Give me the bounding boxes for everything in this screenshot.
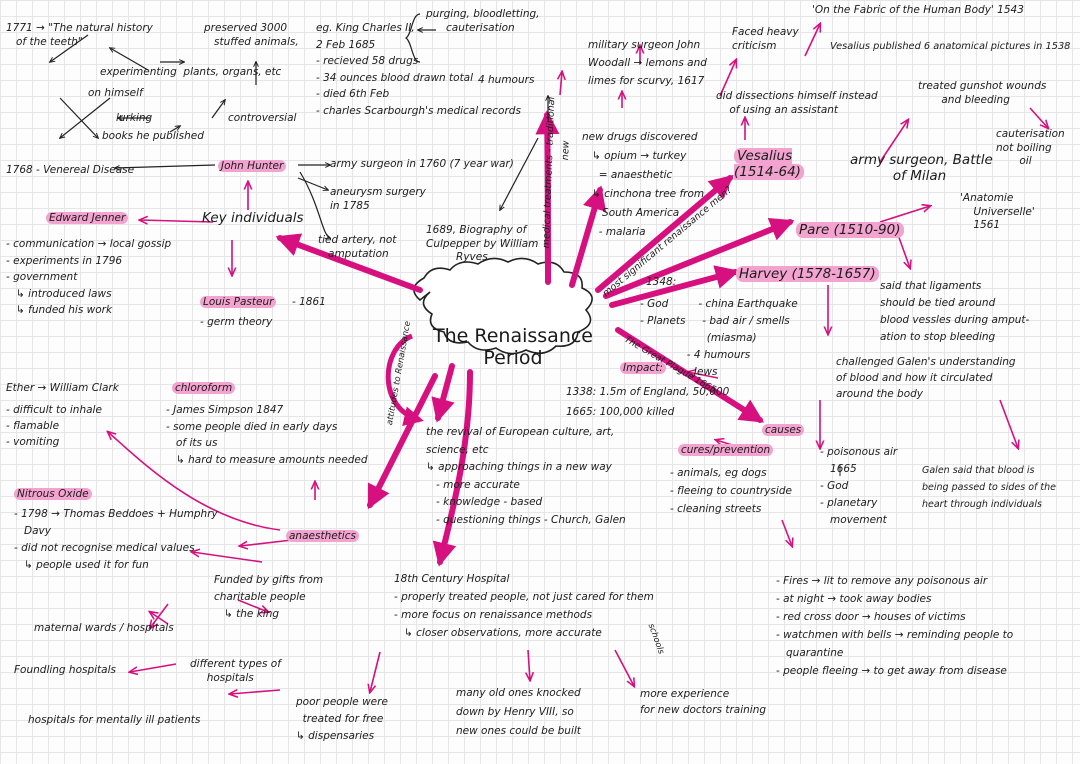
- note-experimenting: experimenting plants, organs, etc: [100, 66, 282, 78]
- note-galen-said: Galen said that blood is being passed to…: [922, 465, 1056, 510]
- note-books: books he published: [102, 130, 204, 142]
- note-treated-gunshot: treated gunshot wounds and bleeding: [918, 80, 1047, 106]
- note-mentally-ill: hospitals for mentally ill patients: [28, 714, 201, 726]
- note-experience: more experience for new doctors training: [640, 688, 767, 716]
- ether-label: Ether → William Clark: [6, 382, 119, 394]
- edward-jenner-highlight: Edward Jenner: [46, 212, 129, 224]
- note-funded: Funded by gifts from charitable people ↳…: [214, 574, 324, 620]
- note-anatomie: 'Anatomie Universelle' 1561: [960, 192, 1035, 231]
- note-charles-ii: eg. King Charles II, 2 Feb 1685 - reciev…: [316, 22, 521, 117]
- note-ether-list: - difficult to inhale - flamable - vomit…: [6, 404, 102, 448]
- note-fabric: 'On the Fabric of the Human Body' 1543: [812, 4, 1024, 16]
- note-faced-criticism: Faced heavy criticism: [732, 26, 799, 52]
- note-hunter-history: 1771 → "The natural history of the teeth…: [6, 22, 153, 48]
- note-lurking: lurking: [116, 112, 153, 124]
- nitrous-oxide-highlight: Nitrous Oxide: [14, 488, 92, 500]
- pare-highlight: Pare (1510-90): [796, 222, 904, 238]
- note-pasteur-year: - 1861: [292, 296, 326, 308]
- causes-highlight: causes: [762, 424, 805, 436]
- note-on-himself: on himself: [88, 87, 143, 99]
- note-plague-1348: - God - china Earthquake - Planets - bad…: [640, 298, 798, 378]
- vesalius-highlight: Vesalius (1514-64): [734, 148, 804, 180]
- note-venereal: 1768 - Venereal Disease: [6, 164, 135, 176]
- note-did-dissections: did dissections himself instead of using…: [716, 90, 878, 116]
- note-preserved: preserved 3000 stuffed animals,: [204, 22, 299, 48]
- harvey-highlight: Harvey (1578-1657): [736, 266, 879, 282]
- note-poor-people: poor people were treated for free ↳ disp…: [296, 696, 388, 742]
- label-new: new: [559, 140, 572, 161]
- center-title: The Renaissance Period: [433, 325, 593, 369]
- note-cures-list: - animals, eg dogs - fleeing to countrys…: [670, 467, 792, 515]
- note-nitrous-list: - 1798 → Thomas Beddoes + Humphry Davy -…: [14, 508, 218, 571]
- john-hunter-highlight: John Hunter: [218, 160, 287, 172]
- note-vesalius-published: Vesalius published 6 anatomical pictures…: [830, 41, 1071, 52]
- note-purging: purging, bloodletting, cauterisation: [426, 8, 540, 34]
- note-chloroform-list: - James Simpson 1847 - some people died …: [166, 404, 368, 466]
- note-controversial: controversial: [228, 112, 297, 124]
- note-army-surgeon: army surgeon in 1760 (7 year war): [330, 158, 514, 170]
- note-culpepper: 1689, Biography of Culpepper by William …: [426, 224, 539, 263]
- louis-pasteur-highlight: Louis Pasteur: [200, 296, 277, 308]
- anaesthetics-highlight: anaesthetics: [286, 530, 359, 542]
- impact-highlight: Impact:: [620, 362, 666, 374]
- note-impact-list: 1338: 1.5m of England, 50,000 1665: 100,…: [566, 386, 730, 418]
- note-jenner-list: - communication → local gossip - experim…: [6, 238, 172, 316]
- note-john-woodall: military surgeon John Woodall → lemons a…: [588, 39, 707, 87]
- branch-pare: [603, 218, 795, 299]
- note-knocked-down: many old ones knocked down by Henry VIII…: [456, 687, 581, 737]
- label-1348: 1348:: [646, 276, 677, 288]
- branch-renaissance-men: [595, 174, 734, 293]
- branch-key-individuals: [275, 233, 423, 293]
- note-aneurysm: aneurysm surgery in 1785: [330, 186, 426, 212]
- note-causes-list: - poisonous air 1665 - God - planetary m…: [820, 446, 898, 526]
- branch-revival: [431, 363, 455, 423]
- note-different-types: different types of hospitals: [190, 658, 281, 684]
- note-18th-century: 18th Century Hospital - properly treated…: [394, 573, 654, 639]
- note-cauterisation: cauterisation not boiling oil: [996, 128, 1065, 167]
- branch-medical-treatments: [535, 110, 560, 285]
- branch-harvey: [609, 265, 740, 308]
- note-germ-theory: - germ theory: [200, 316, 273, 328]
- note-foundling: Foundling hospitals: [14, 664, 117, 676]
- note-galen-challenge: challenged Galen's understanding of bloo…: [836, 356, 1016, 400]
- cures-highlight: cures/prevention: [678, 444, 774, 456]
- note-four-humours: 4 humours: [478, 74, 535, 86]
- branch-hospital: [432, 369, 473, 567]
- note-new-drugs: new drugs discovered ↳ opium → turkey = …: [582, 131, 705, 238]
- note-ligaments: said that ligaments should be tied aroun…: [880, 280, 1030, 343]
- note-tied-artery: tied artery, not amputation: [318, 234, 397, 260]
- note-revival: the revival of European culture, art, sc…: [426, 426, 626, 526]
- note-maternal: maternal wards / hospitals: [34, 622, 174, 634]
- key-individuals-heading: Key individuals: [202, 210, 304, 226]
- chloroform-highlight: chloroform: [172, 382, 236, 394]
- note-fires-list: - Fires → lit to remove any poisonous ai…: [776, 575, 1014, 677]
- branch-new-drugs: [569, 185, 607, 288]
- branch-anaesthetics: [367, 373, 438, 510]
- note-army-surgeon-milan: army surgeon, Battle of Milan: [850, 152, 993, 184]
